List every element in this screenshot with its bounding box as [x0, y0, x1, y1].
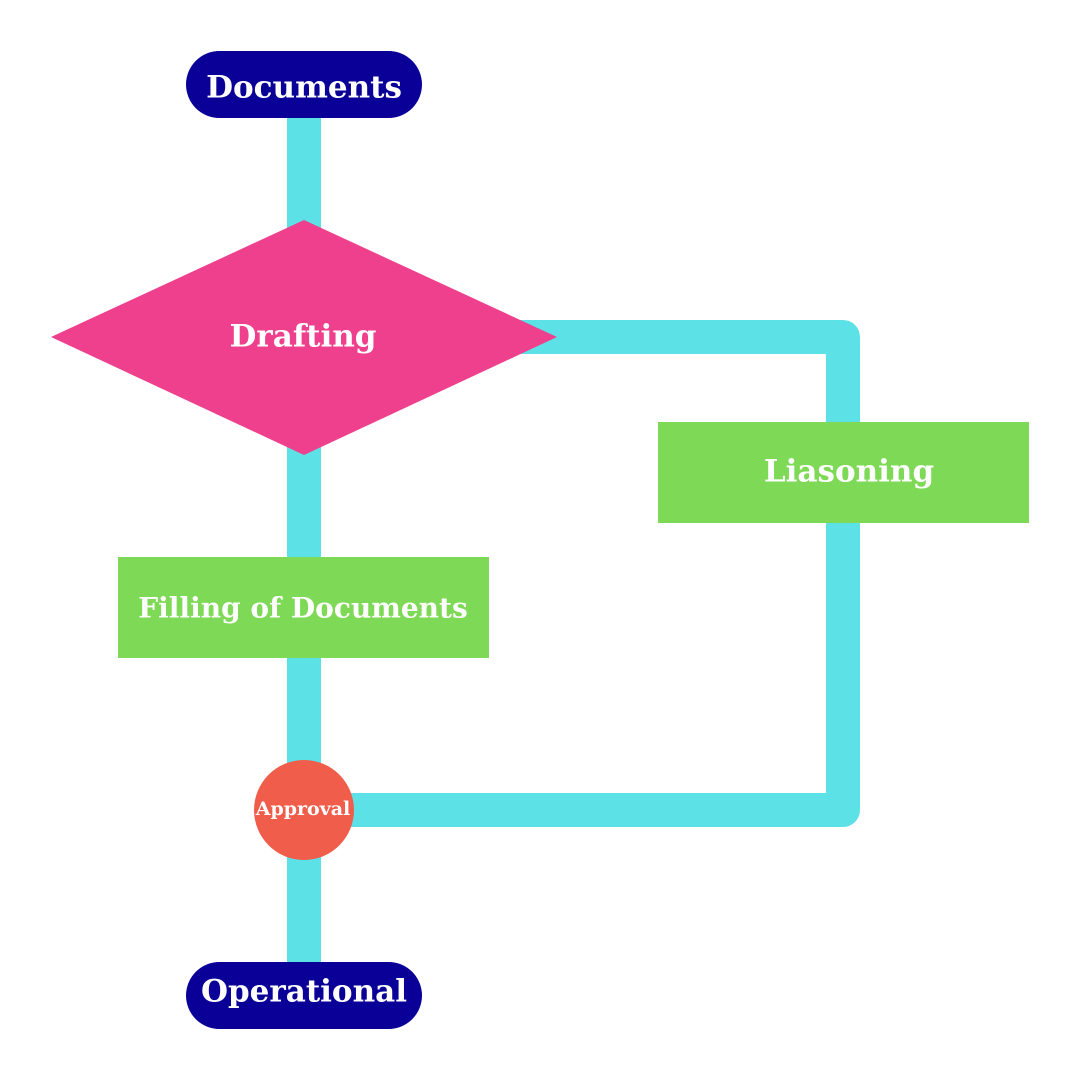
terminal-shape — [186, 51, 422, 118]
connectors — [287, 110, 860, 975]
approval-circle — [254, 760, 354, 860]
drafting-label: Drafting — [230, 319, 377, 355]
filling-label: Filling of Documents — [138, 592, 467, 625]
operational-label: Operational — [201, 974, 407, 1010]
terminal-shape — [186, 962, 422, 1029]
approval-label: Approval — [255, 798, 351, 820]
documents-label: Documents — [206, 70, 402, 106]
node-approval: Approval — [254, 760, 354, 860]
node-filling-of-documents: Filling of Documents — [118, 557, 489, 658]
node-liasoning: Liasoning — [658, 422, 1029, 523]
liasoning-label: Liasoning — [764, 454, 934, 490]
edge-drafting-liasoning-approval — [345, 320, 860, 827]
decision-diamond — [51, 220, 557, 455]
node-drafting: Drafting — [51, 220, 557, 455]
process-box — [658, 422, 1029, 523]
node-documents: Documents — [186, 51, 422, 118]
node-operational: Operational — [186, 962, 422, 1029]
process-box — [118, 557, 489, 658]
